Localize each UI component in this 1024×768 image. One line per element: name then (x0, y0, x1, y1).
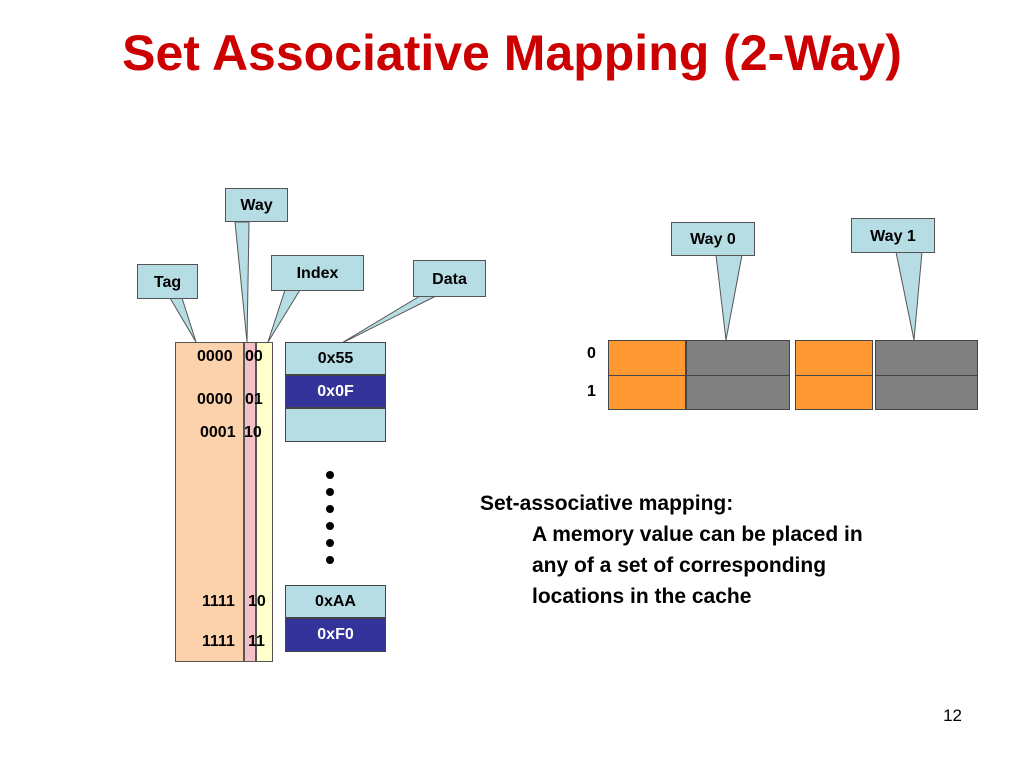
way1-callout: Way 1 (851, 218, 935, 253)
set-label-0: 0 (587, 345, 596, 362)
set-label-1: 1 (587, 383, 596, 400)
way-callout: Way (225, 188, 288, 222)
address-tag-1: 0000 (197, 391, 233, 408)
index-callout-pointer (267, 289, 301, 343)
address-tag-2: 0001 (200, 424, 236, 441)
tag-column (175, 342, 244, 662)
index-callout: Index (271, 255, 364, 291)
data-cell (285, 408, 386, 442)
way0-data-cell-set1 (686, 375, 790, 410)
data-cell: 0xAA (285, 585, 386, 618)
way1-data-cell-set0 (875, 340, 978, 376)
description-line: A memory value can be placed in (532, 523, 863, 546)
way1-callout-pointer (895, 251, 923, 341)
way1-data-cell-set1 (875, 375, 978, 410)
ellipsis-dot (326, 522, 334, 530)
description-heading: Set-associative mapping: (480, 492, 734, 515)
way1-tag-cell-set0 (795, 340, 873, 376)
way0-tag-cell-set1 (608, 375, 686, 410)
data-callout: Data (413, 260, 486, 297)
page-number: 12 (943, 706, 962, 725)
ellipsis-dot (326, 556, 334, 564)
way0-callout: Way 0 (671, 222, 755, 256)
address-tag-0: 0000 (197, 348, 233, 365)
data-cell: 0xF0 (285, 618, 386, 652)
tag-callout: Tag (137, 264, 198, 299)
description-line: any of a set of corresponding (532, 554, 827, 577)
data-cell: 0x55 (285, 342, 386, 375)
way-callout-pointer (234, 221, 250, 343)
way1-tag-cell-set1 (795, 375, 873, 410)
address-index-0: 00 (245, 348, 263, 365)
data-callout-pointer (339, 295, 437, 345)
way0-tag-cell-set0 (608, 340, 686, 376)
description: Set-associative mapping: A memory value … (480, 488, 863, 612)
way0-callout-pointer (715, 254, 743, 341)
address-index-4: 11 (248, 633, 265, 650)
address-tag-4: 1111 (202, 633, 235, 650)
way-column (244, 342, 256, 662)
index-column (256, 342, 273, 662)
ellipsis-dot (326, 539, 334, 547)
tag-callout-pointer (169, 297, 197, 343)
ellipsis-dot (326, 488, 334, 496)
description-line: locations in the cache (532, 585, 752, 608)
ellipsis-dot (326, 471, 334, 479)
data-cell: 0x0F (285, 375, 386, 408)
address-index-1: 01 (245, 391, 263, 408)
slide-title: Set Associative Mapping (2-Way) (122, 25, 902, 81)
address-index-2: 10 (244, 424, 262, 441)
way0-data-cell-set0 (686, 340, 790, 376)
ellipsis-dot (326, 505, 334, 513)
address-index-3: 10 (248, 593, 266, 610)
address-tag-3: 1111 (202, 593, 235, 610)
